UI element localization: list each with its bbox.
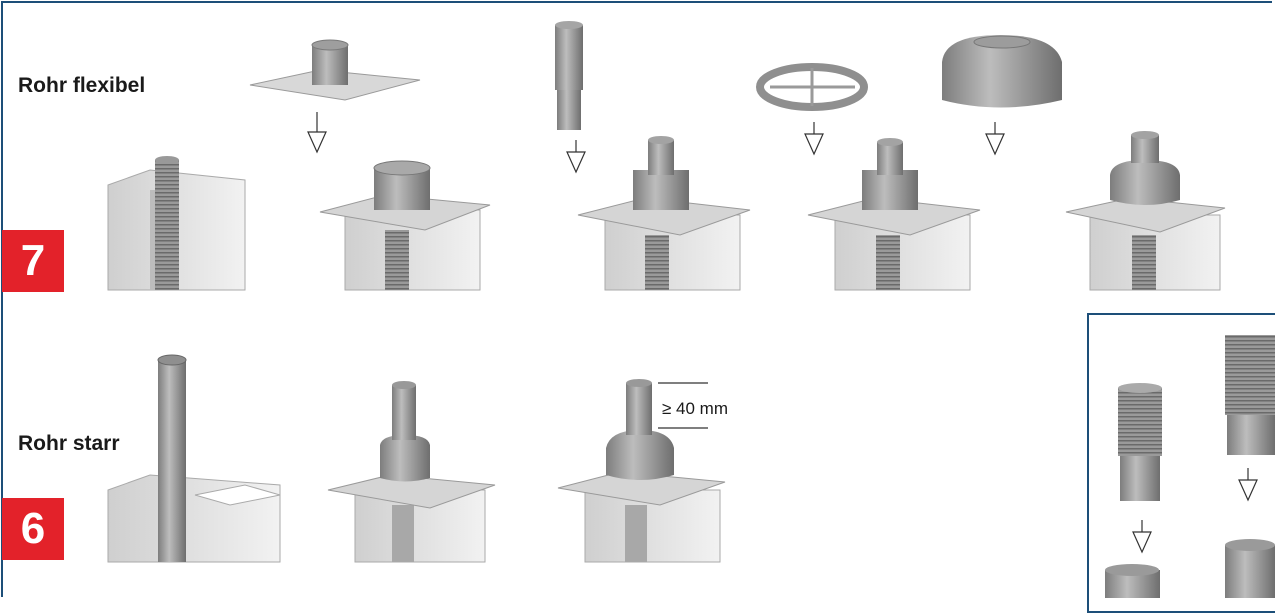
part-cover-cap [942,35,1062,108]
assembly-flex-stage-3 [577,136,751,291]
assembly-rigid-stage-3 [557,379,726,563]
part-spacer-ring [756,63,868,111]
assembly-flex-stage-1 [107,156,246,291]
down-arrow-1 [307,112,327,154]
step-badge-7: 7 [2,230,64,292]
inset-down-arrow-left [1132,520,1152,554]
diagram-frame [1,1,1272,597]
clearance-dimension-label: ≥ 40 mm [662,399,729,418]
clearance-dimension-lines [658,382,708,429]
assembly-flex-stage-4 [807,138,981,291]
installation-illustration [107,21,1275,598]
inset-down-arrow-right [1238,468,1258,502]
inset-coupling-left [1105,564,1160,598]
assembly-flex-stage-2 [319,160,491,291]
down-arrow-2 [566,140,586,174]
assembly-rigid-stage-2 [327,381,496,563]
inset-corrugated-adapter-right [1225,335,1275,455]
down-arrow-4 [985,122,1005,156]
section-label-flexible: Rohr flexibel [18,74,146,97]
inset-corrugated-adapter-left [1118,383,1162,501]
part-base-plate-flexible [249,39,421,101]
inset-coupling-right [1225,539,1275,598]
step-badge-6: 6 [2,498,64,560]
part-pipe-adapter [555,21,583,130]
assembly-flex-stage-5 [1065,131,1226,291]
assembly-rigid-stage-1 [107,354,281,563]
section-label-rigid: Rohr starr [18,432,120,455]
down-arrow-3 [804,122,824,156]
